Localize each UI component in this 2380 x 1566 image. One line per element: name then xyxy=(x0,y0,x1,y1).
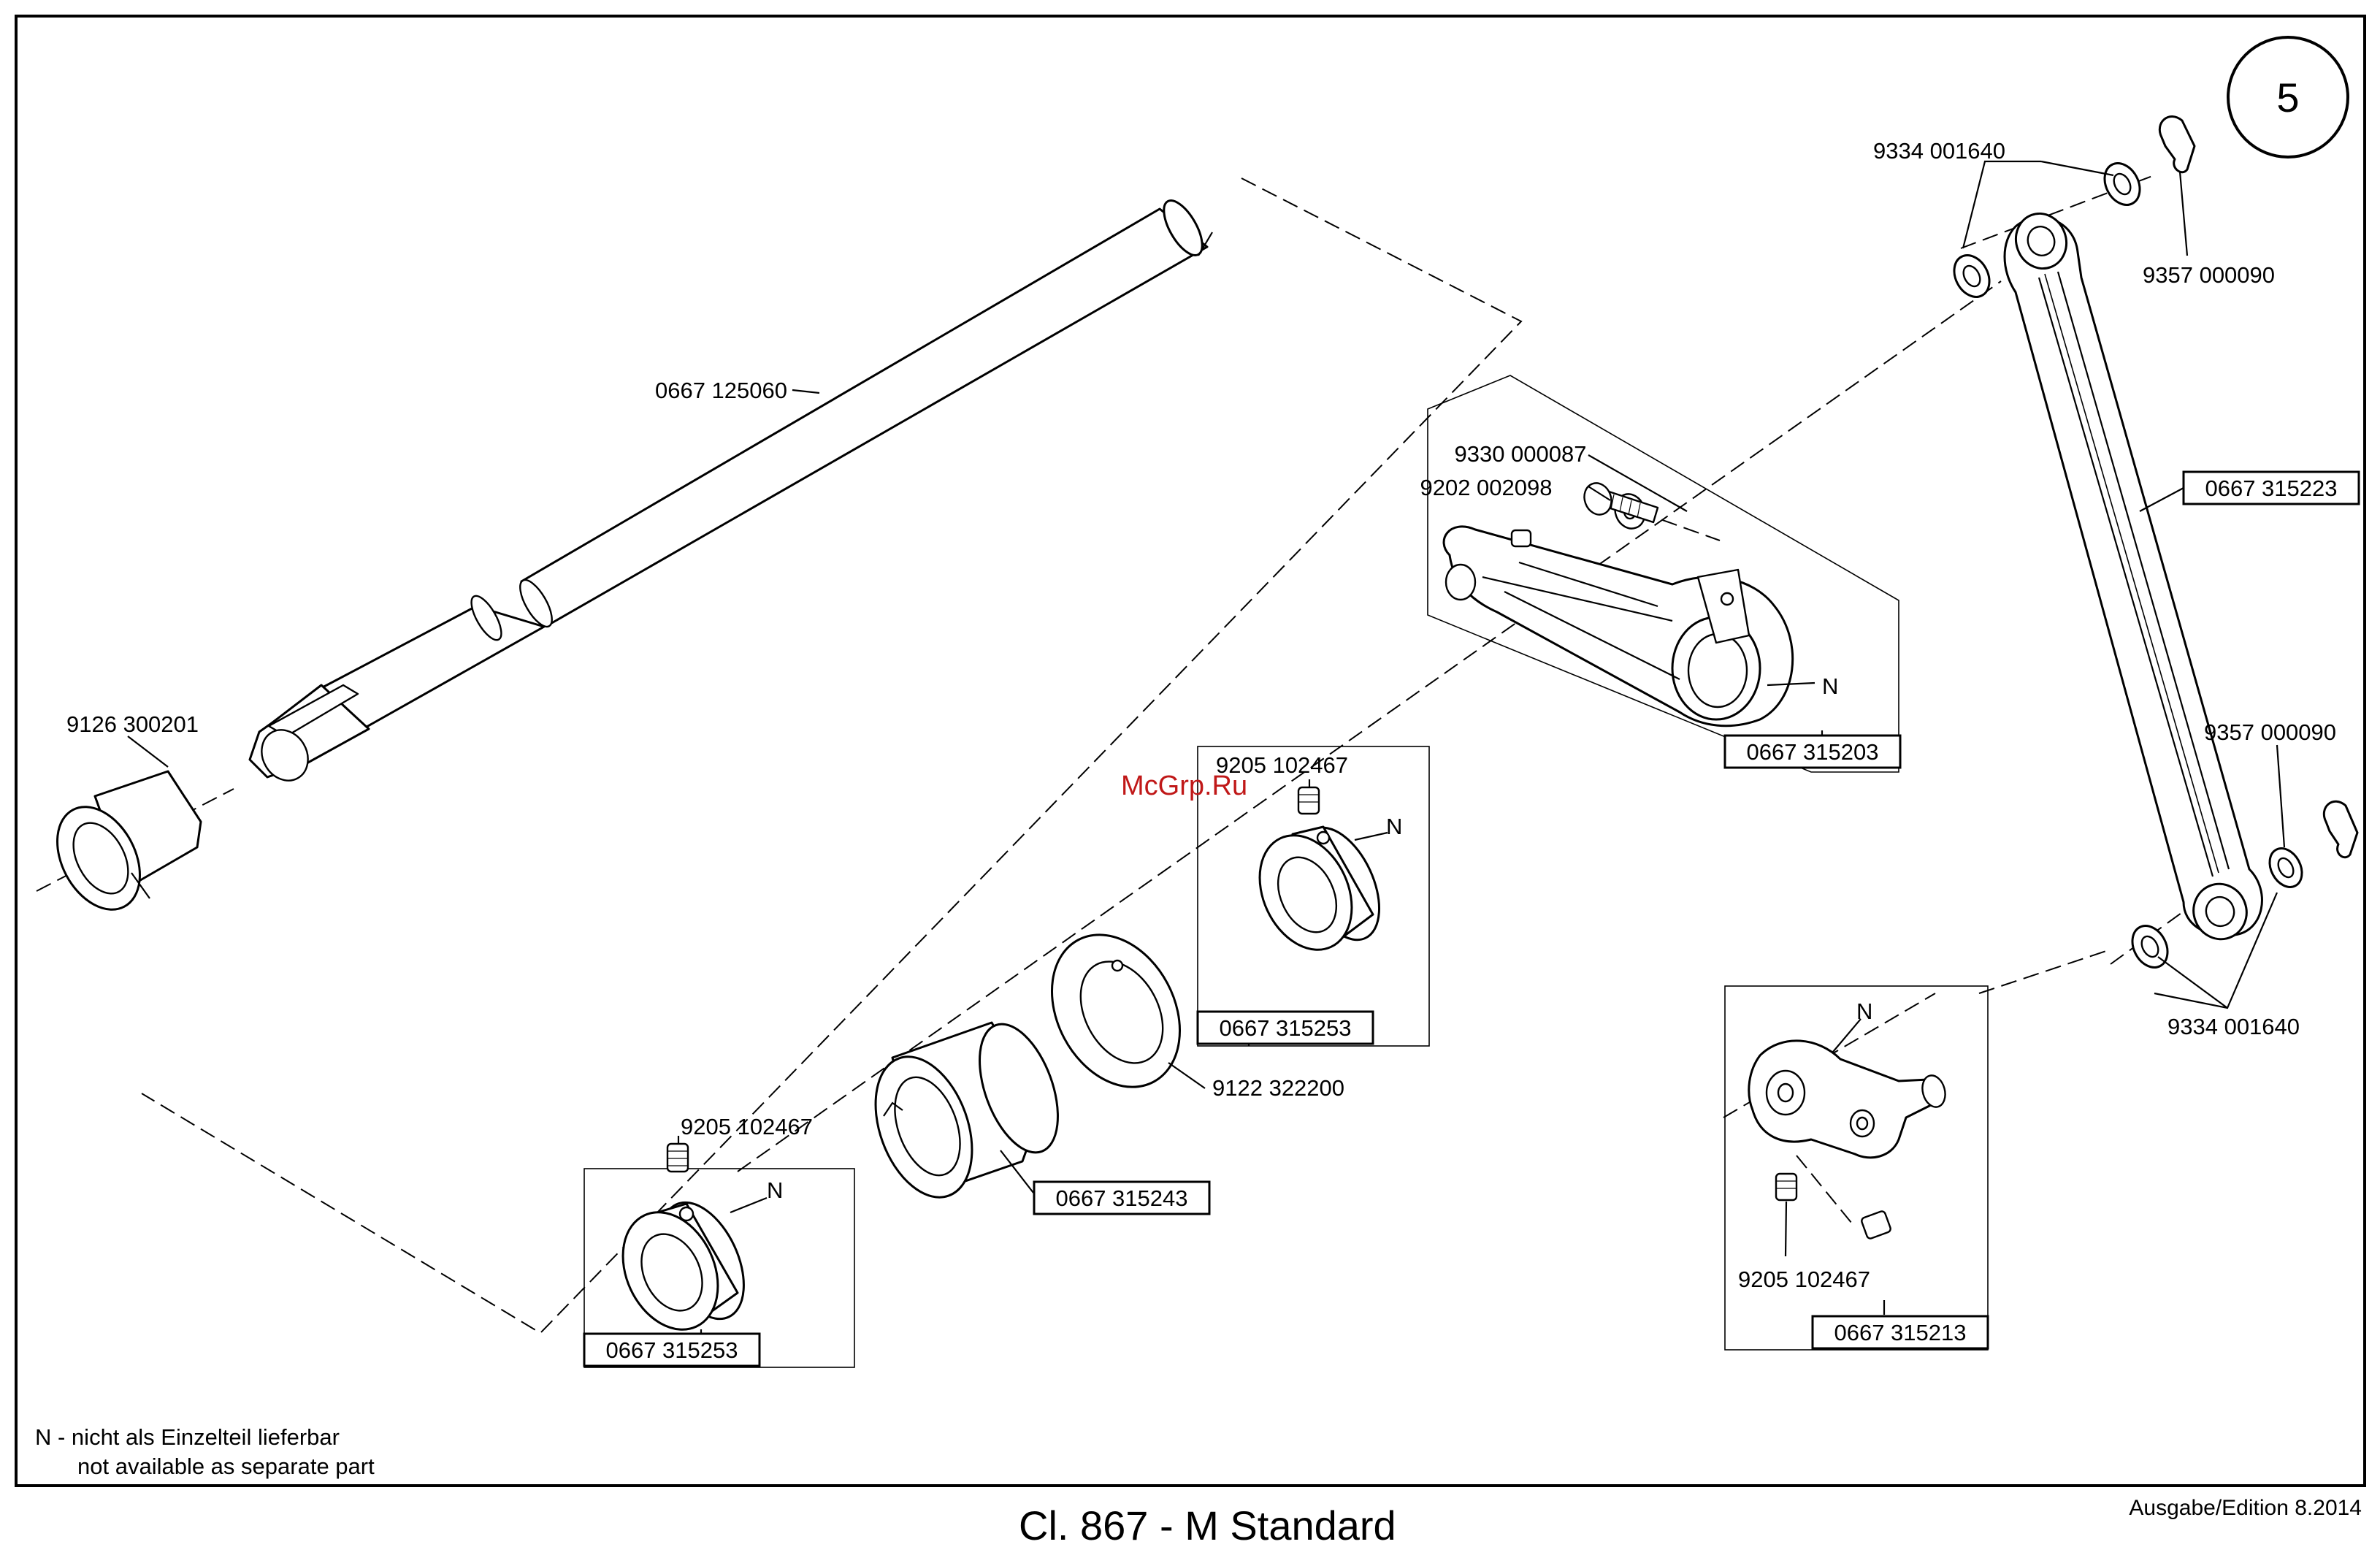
svg-text:0667 315213: 0667 315213 xyxy=(1834,1320,1966,1345)
label-washer-top: 9334 001640 xyxy=(1873,138,2005,164)
leader-lines xyxy=(127,160,2286,1350)
label-setscrew-crank-pin: 9205 102467 xyxy=(1738,1267,1870,1292)
label-washer-bottom: 9334 001640 xyxy=(2167,1014,2300,1039)
n-mark-collar-low: N xyxy=(767,1177,783,1203)
svg-text:0667 315243: 0667 315243 xyxy=(1055,1185,1187,1211)
label-retaining-ring-top: 9357 000090 xyxy=(2143,262,2275,288)
collar-low xyxy=(621,1142,745,1331)
group-outline-crank-pin xyxy=(1724,985,1989,1351)
label-shaft: 0667 125060 xyxy=(655,378,787,403)
crank-pin xyxy=(1748,1039,1946,1240)
sheet-title: Cl. 867 - M Standard xyxy=(1019,1502,1396,1548)
page-number: 5 xyxy=(2276,75,2299,121)
watermark: McGrp.Ru xyxy=(1121,771,1247,801)
boxed-label-sleeve: 0667 315243 xyxy=(1033,1180,1211,1215)
svg-text:0667 315253: 0667 315253 xyxy=(605,1337,738,1363)
label-screw-washer: 9330 000087 xyxy=(1454,441,1586,467)
group-outline-crank xyxy=(1427,375,1899,773)
shaft xyxy=(248,199,1213,782)
label-thrust-washer: 9122 322200 xyxy=(1212,1075,1344,1101)
assembly-lines xyxy=(36,175,2243,1334)
boxed-label-crank-lever: 0667 315203 xyxy=(1723,734,1902,769)
n-mark-collar-mid: N xyxy=(1386,814,1402,839)
drawing-frame xyxy=(15,15,2366,1487)
n-mark-crank: N xyxy=(1822,673,1838,699)
legend-n-line2: not available as separate part xyxy=(77,1454,375,1479)
label-bushing: 9126 300201 xyxy=(66,711,199,737)
edition-date: Ausgabe/Edition 8.2014 xyxy=(2129,1496,2362,1520)
crank-lever xyxy=(1442,525,1794,727)
label-setscrew-mid: 9205 102467 xyxy=(1216,752,1348,778)
boxed-label-crank-pin: 0667 315213 xyxy=(1811,1315,1989,1350)
boxed-label-collar-mid: 0667 315253 xyxy=(1196,1010,1374,1045)
label-setscrew-low: 9205 102467 xyxy=(681,1114,813,1139)
rod-end-hardware xyxy=(1953,115,2359,969)
thrust-washer xyxy=(1050,933,1182,1088)
svg-text:0667 315203: 0667 315203 xyxy=(1746,739,1878,765)
group-outline-collar-mid xyxy=(1197,746,1430,1047)
svg-text:0667 315253: 0667 315253 xyxy=(1219,1015,1351,1041)
n-mark-crank-pin: N xyxy=(1856,998,1872,1024)
page-number-badge: 5 xyxy=(2227,36,2349,158)
boxed-label-connecting-rod: 0667 315223 xyxy=(2182,470,2360,505)
label-screw: 9202 002098 xyxy=(1420,475,1552,500)
group-outline-collar-low xyxy=(583,1168,855,1368)
collar-mid xyxy=(1258,786,1381,951)
connecting-rod xyxy=(2003,212,2263,941)
legend-n-line1: N - nicht als Einzelteil lieferbar xyxy=(35,1424,340,1450)
svg-text:0667 315223: 0667 315223 xyxy=(2205,475,2337,501)
bushing xyxy=(56,770,202,911)
sleeve xyxy=(874,1021,1059,1199)
screw-and-washer xyxy=(1583,482,1659,530)
boxed-label-collar-low: 0667 315253 xyxy=(583,1332,761,1367)
label-retaining-ring-right: 9357 000090 xyxy=(2204,719,2336,745)
